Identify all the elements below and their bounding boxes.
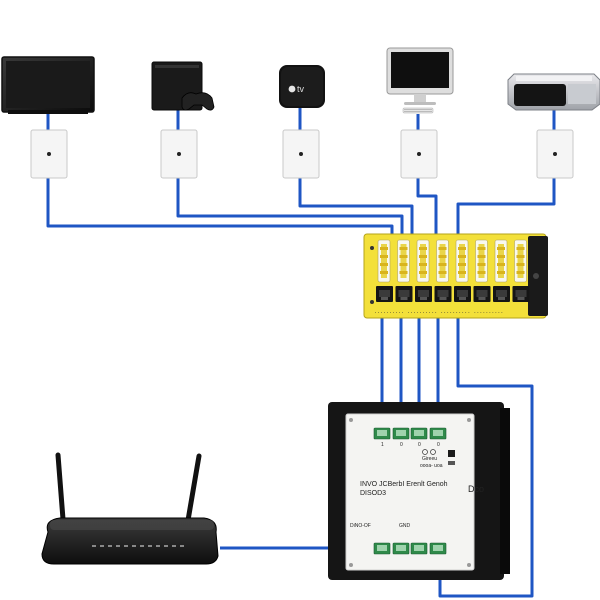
enclosure-title-line1: INVO JCBerbI Erenlt Genoh: [360, 481, 448, 488]
patch-panel-port: [415, 239, 432, 302]
enclosure-side-label: Dco: [468, 484, 484, 494]
patch-panel-fine-print: .......... .......... .......... .......…: [374, 309, 503, 315]
router-led: [172, 545, 176, 547]
enclosure-port: [410, 427, 428, 440]
printer-icon: [507, 73, 600, 111]
router-led: [100, 545, 104, 547]
patch-panel: .......... .......... .......... .......…: [363, 233, 548, 319]
wall-plate-tv: [30, 129, 68, 179]
router-status-leds: [92, 545, 184, 547]
router-led: [92, 545, 96, 547]
cable-apple-tv: [298, 178, 414, 240]
enclosure-status-text-2: oooa- uoa: [420, 463, 443, 469]
enclosure-port: [373, 542, 391, 555]
patch-panel-port: [493, 239, 510, 302]
enclosure-bottom-left-label: DiNO-OF: [350, 523, 371, 529]
wall-plate-computer: [400, 129, 438, 179]
patch-panel-port: [473, 239, 491, 302]
enclosure-port: [392, 542, 410, 555]
patch-panel-port: [395, 239, 413, 302]
enclosure-status-text: Gireeu: [422, 456, 437, 462]
wall-plate-printer: [536, 129, 574, 179]
tv-icon: [1, 56, 95, 114]
router-led: [180, 545, 184, 547]
apple-tv-icon: tv: [279, 65, 325, 108]
enclosure-port: [373, 427, 391, 440]
patch-panel-port: [512, 239, 530, 302]
enclosure-bottom-mid-label: GND: [399, 523, 411, 529]
cable-printer: [456, 178, 556, 240]
cable-console: [176, 178, 404, 240]
router-led: [116, 545, 120, 547]
network-enclosure: 1 0 0 0 Gireeu oooa- uoa INVO JCBerbI Er…: [328, 402, 510, 580]
patch-panel-ports: [376, 239, 530, 302]
enclosure-top-port-4: 0: [437, 442, 440, 448]
enclosure-port: [410, 542, 428, 555]
enclosure-status-icon: [422, 449, 436, 455]
enclosure-top-port-3: 0: [418, 442, 421, 448]
wall-plate-console: [160, 129, 198, 179]
enclosure-status-led: [448, 450, 455, 457]
cable-panel-uplink: [438, 316, 534, 598]
router-led: [140, 545, 144, 547]
cable-computer: [416, 178, 438, 240]
router-led: [164, 545, 168, 547]
enclosure-top-port-2: 0: [400, 442, 403, 448]
router-led: [108, 545, 112, 547]
enclosure-bottom-ports: [373, 542, 447, 555]
enclosure-port: [429, 542, 447, 555]
desktop-computer-icon: [386, 47, 454, 114]
router-led: [132, 545, 136, 547]
router-led: [148, 545, 152, 547]
wall-plate-apple-tv: [282, 129, 320, 179]
cable-tv: [46, 178, 394, 240]
router-led: [124, 545, 128, 547]
apple-tv-label: tv: [297, 84, 305, 94]
wall-plates: [30, 129, 574, 179]
enclosure-port: [392, 427, 410, 440]
enclosure-port: [429, 427, 447, 440]
game-console-icon: [151, 61, 215, 111]
enclosure-title-line2: DISOD3: [360, 490, 386, 497]
router-icon: [41, 452, 219, 565]
patch-panel-port: [434, 239, 452, 302]
patch-panel-port: [376, 239, 393, 302]
router-led: [156, 545, 160, 547]
patch-panel-port: [454, 239, 471, 302]
enclosure-top-ports: [373, 427, 447, 440]
enclosure-top-port-1: 1: [381, 442, 384, 448]
